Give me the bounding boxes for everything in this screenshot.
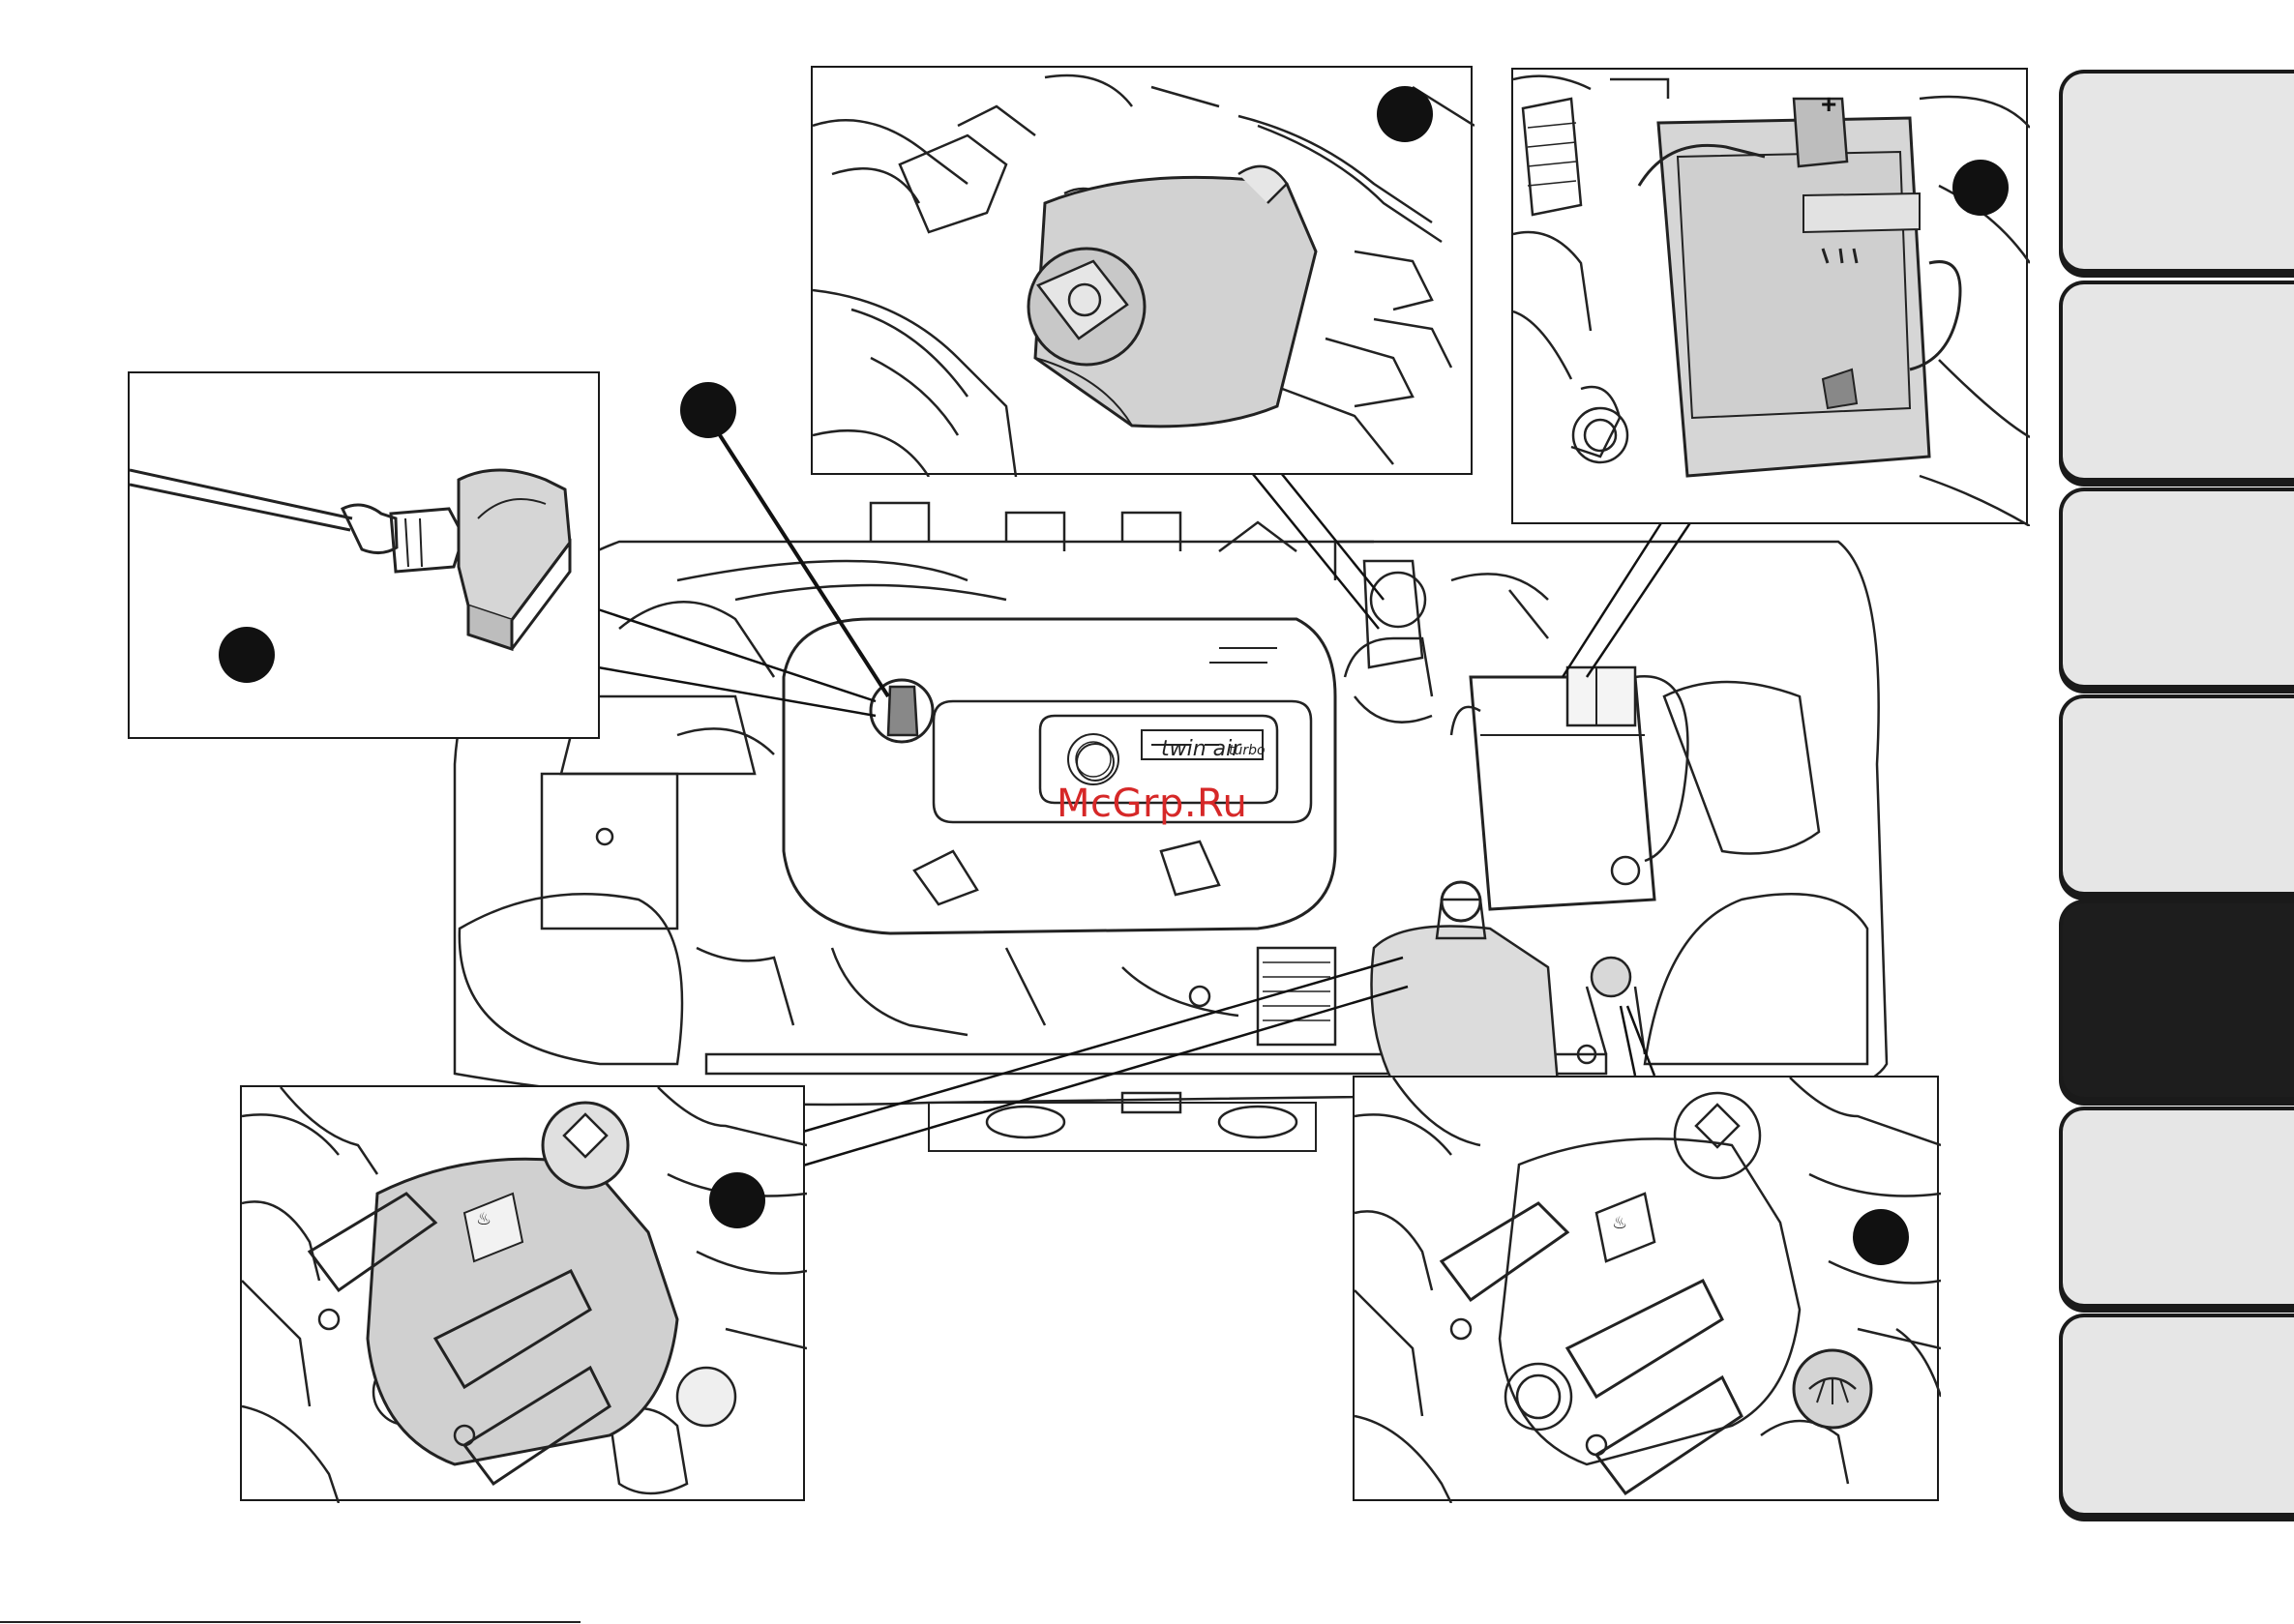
washer-fluid-illustration [1355,1078,1941,1503]
brake-fluid-reservoir-marker [1377,86,1433,142]
detail-panel-oil-dipstick [128,371,600,739]
detail-panel-coolant: ♨ [240,1085,805,1501]
watermark: McGrp.Ru [1057,782,1247,826]
detail-panel-brake-fluid [811,66,1473,475]
engine-oil-filler-marker [680,382,736,438]
coolant-illustration [242,1087,807,1503]
plus-icon: + [1821,91,1836,118]
section-tab-6[interactable] [2059,1107,2294,1308]
coolant-reservoir-marker [709,1172,765,1228]
alfa-romeo-badge-icon [1076,743,1115,782]
section-tab-5-active[interactable] [2059,900,2294,1101]
battery-illustration [1513,70,2030,526]
detail-panel-washer-fluid: ♨ [1353,1076,1939,1501]
section-tab-1[interactable] [2059,70,2294,273]
brake-fluid-illustration [813,68,1475,477]
section-tab-4[interactable] [2059,694,2294,896]
dipstick-illustration [130,373,602,741]
section-tab-3[interactable] [2059,487,2294,689]
oil-dipstick-marker [219,627,275,683]
battery-marker [1952,160,2009,216]
washer-fluid-reservoir-marker [1853,1209,1909,1265]
section-tab-7[interactable] [2059,1314,2294,1517]
coolant-symbol-icon: ♨ [476,1209,492,1229]
washer-symbol-icon: ♨ [1612,1213,1627,1233]
footer-rule [0,1621,581,1623]
cover-logo-text: twin air [1161,737,1240,761]
detail-panel-battery: + [1511,68,2028,524]
section-tab-2[interactable] [2059,281,2294,482]
